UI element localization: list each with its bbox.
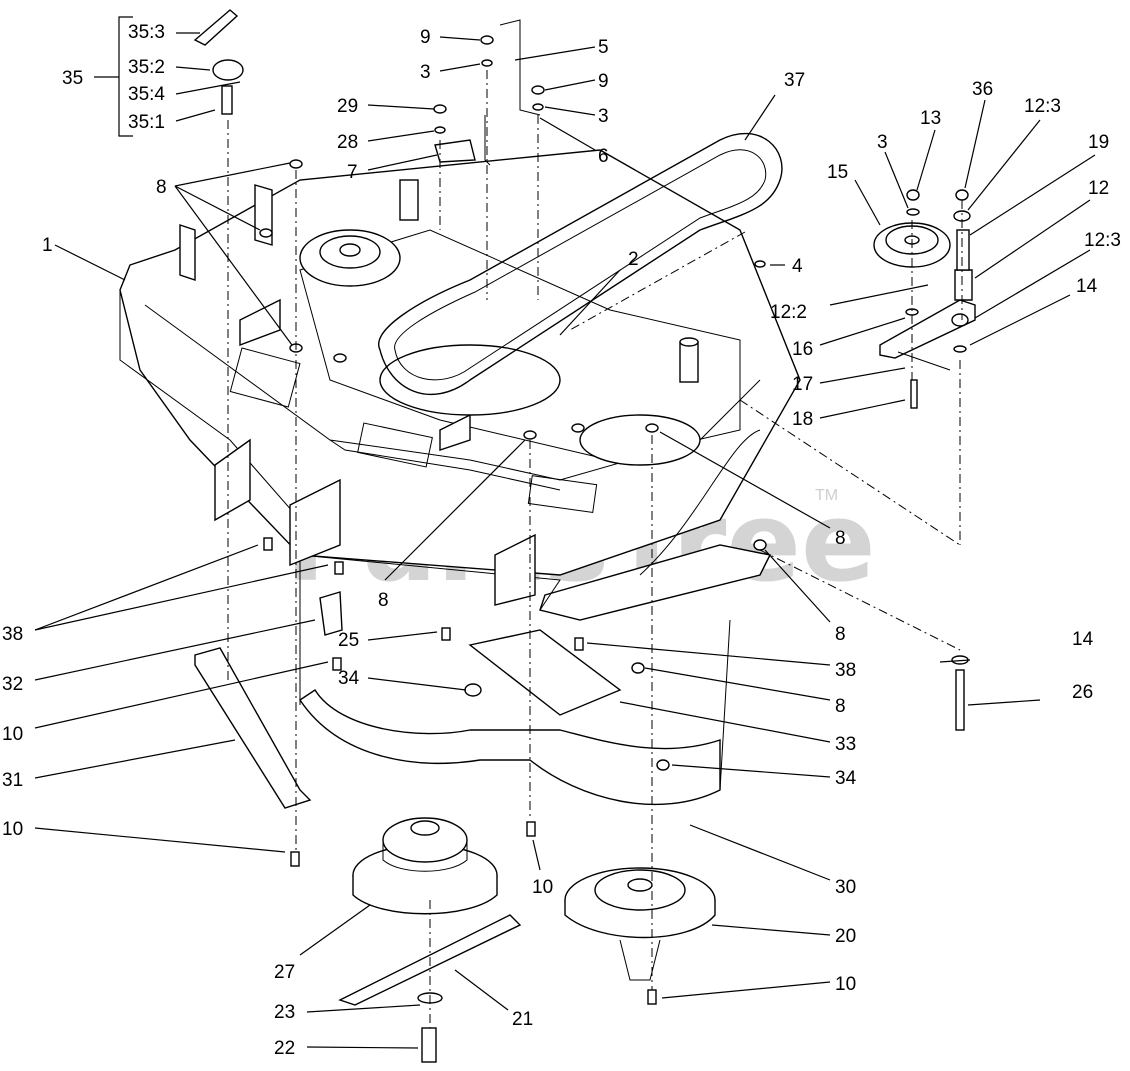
label-12-3-top: 12:3 (1024, 96, 1061, 117)
label-35-1: 35:1 (128, 112, 165, 133)
label-14-b: 14 (1072, 629, 1094, 650)
watermark-trademark: TM (815, 487, 838, 504)
label-35-2: 35:2 (128, 57, 165, 78)
label-25: 25 (338, 630, 359, 651)
label-17: 17 (792, 374, 813, 395)
label-34-b: 34 (835, 768, 857, 789)
label-8-right: 8 (835, 624, 846, 645)
label-16: 16 (792, 339, 813, 360)
label-8-right-2: 8 (835, 696, 846, 717)
label-3-mid: 3 (598, 106, 609, 127)
label-9-mid: 9 (598, 71, 609, 92)
label-12-3-mid: 12:3 (1084, 230, 1121, 251)
label-34-a: 34 (338, 668, 360, 689)
label-10-a: 10 (2, 724, 23, 745)
label-10-b: 10 (2, 819, 23, 840)
label-8-top: 8 (156, 177, 167, 198)
hardware (193, 9, 767, 1005)
spindle-assembly-20 (564, 867, 716, 981)
label-20: 20 (835, 926, 856, 947)
label-8-mid-right: 8 (835, 528, 846, 549)
label-12: 12 (1088, 178, 1109, 199)
callout-labels: 35:3 35:2 35 35:4 35:1 8 1 9 3 5 9 3 6 2… (2, 22, 1121, 1059)
belt-37 (378, 133, 783, 396)
label-18: 18 (792, 409, 813, 430)
label-12-2: 12:2 (770, 302, 807, 323)
label-31: 31 (2, 770, 23, 791)
label-28: 28 (337, 132, 358, 153)
label-9-top: 9 (420, 27, 431, 48)
label-38-right: 38 (835, 660, 856, 681)
label-29: 29 (337, 96, 358, 117)
label-35-3: 35:3 (128, 22, 165, 43)
deck-assembly (119, 149, 801, 806)
label-38-left: 38 (2, 624, 23, 645)
label-3-top: 3 (420, 62, 431, 83)
label-13: 13 (920, 108, 941, 129)
assembly-lines (227, 70, 963, 1028)
label-8-mid: 8 (378, 590, 389, 611)
label-6: 6 (598, 146, 609, 167)
label-14-top: 14 (1076, 276, 1098, 297)
label-3-right: 3 (877, 132, 888, 153)
label-1: 1 (42, 235, 53, 256)
label-23: 23 (274, 1002, 295, 1023)
label-21: 21 (512, 1009, 533, 1030)
label-22: 22 (274, 1038, 295, 1059)
label-26: 26 (1072, 682, 1093, 703)
label-19: 19 (1088, 132, 1109, 153)
label-36: 36 (972, 79, 993, 100)
label-15: 15 (827, 162, 848, 183)
label-7: 7 (347, 162, 358, 183)
label-37: 37 (784, 70, 805, 91)
label-10-c: 10 (532, 877, 553, 898)
label-10-d: 10 (835, 974, 856, 995)
label-30: 30 (835, 877, 856, 898)
label-35: 35 (62, 68, 83, 89)
label-5: 5 (598, 37, 609, 58)
label-33: 33 (835, 734, 856, 755)
label-2: 2 (628, 249, 639, 270)
leader-lines (34, 16, 1096, 1049)
label-27: 27 (274, 962, 295, 983)
label-32: 32 (2, 674, 23, 695)
label-35-4: 35:4 (128, 84, 165, 105)
bracket-33 (468, 629, 622, 716)
label-4: 4 (792, 256, 803, 277)
bracket-31 (194, 591, 343, 809)
